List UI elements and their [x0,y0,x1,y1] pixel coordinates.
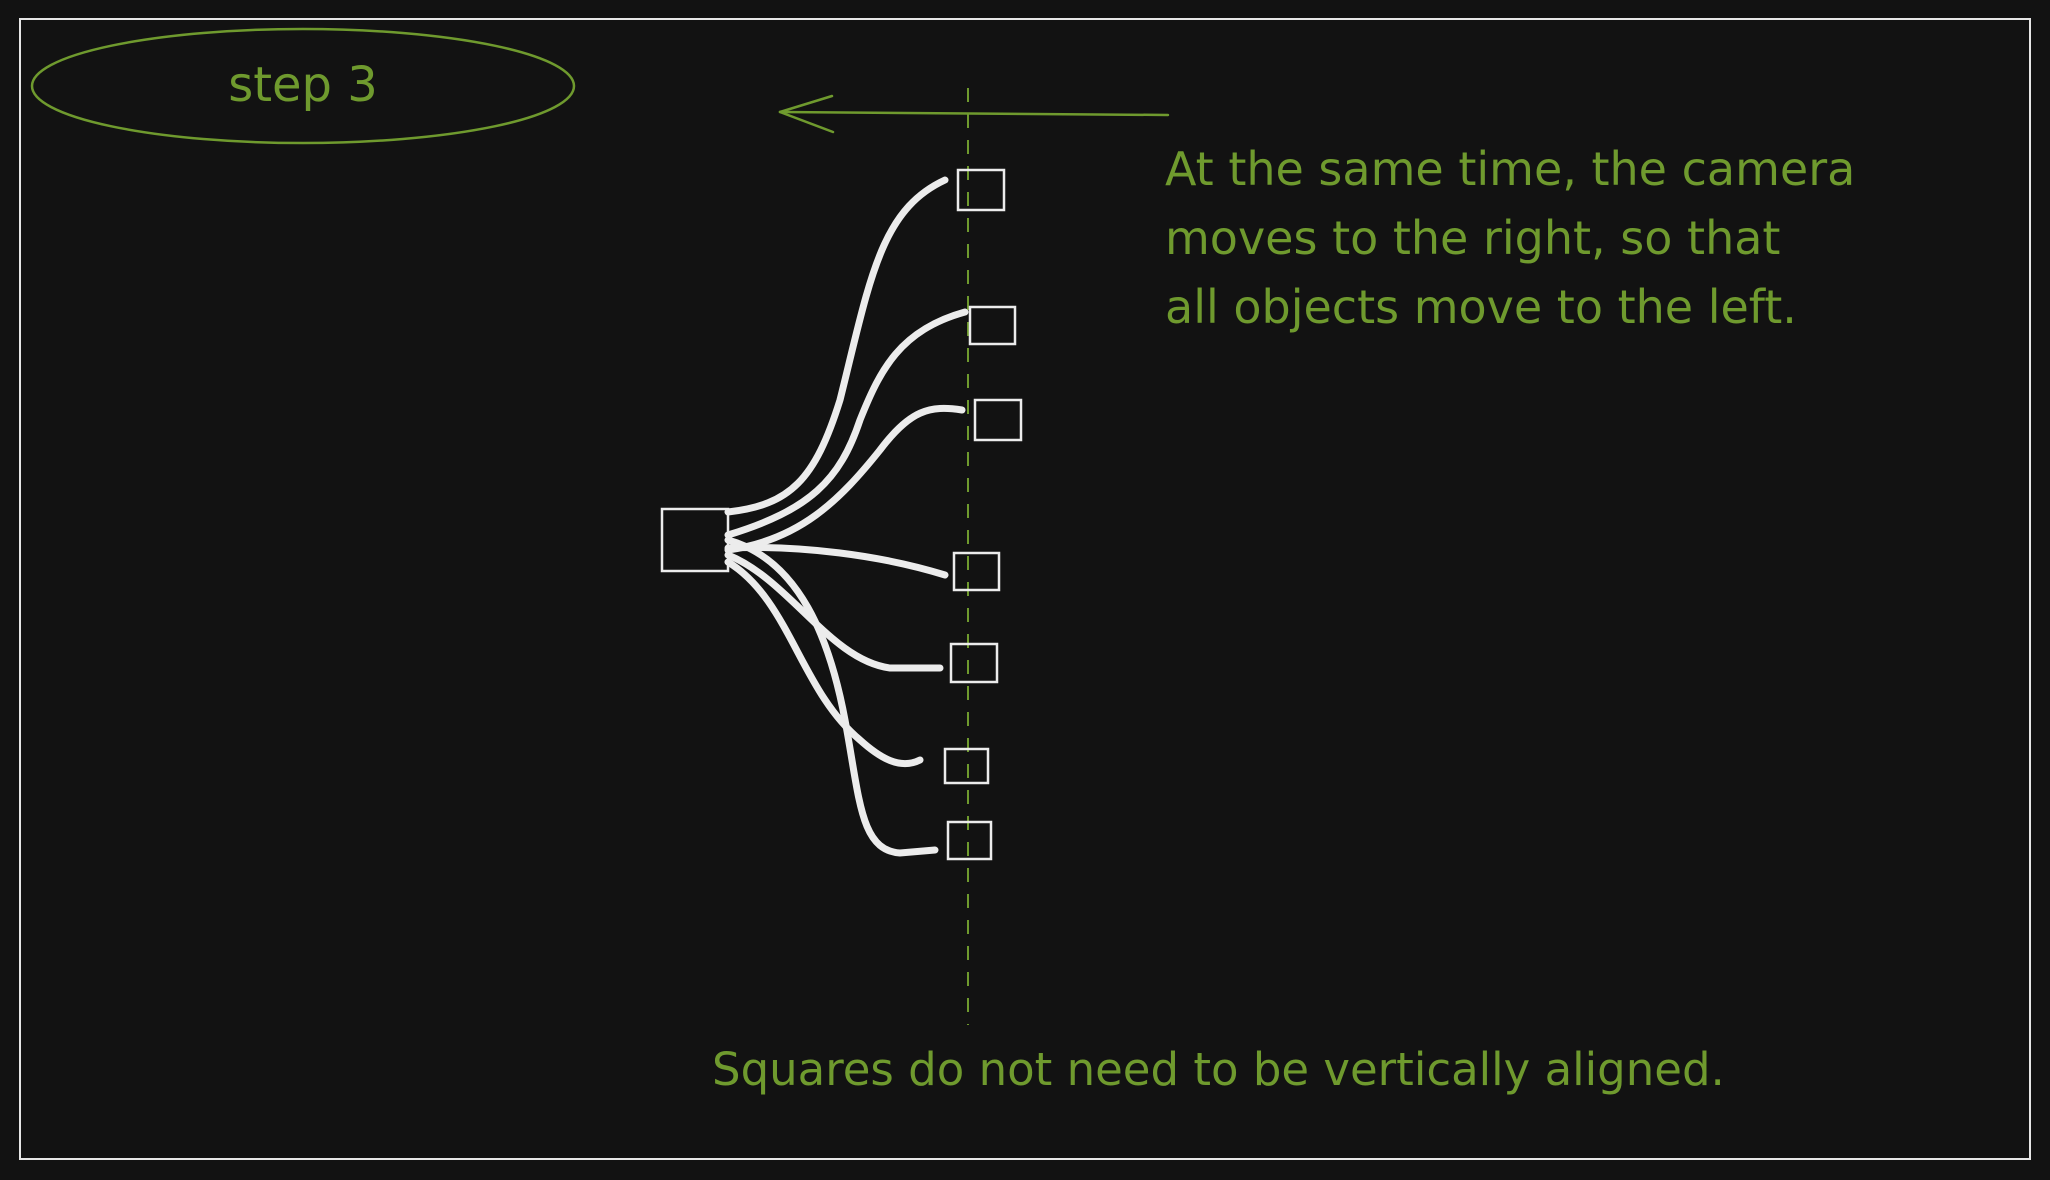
step-label-ellipse [30,27,576,145]
curve-5 [724,551,944,672]
target-squares [943,168,1023,861]
description-line-1: At the same time, the camera [1165,142,1855,196]
source-square [660,507,730,573]
curve-1 [724,176,949,516]
target-square-7 [946,820,993,861]
curve-6 [724,558,924,768]
target-square-6 [943,747,990,785]
connection-curves [724,176,969,857]
step-label: step 3 [228,57,378,113]
target-square-4 [952,551,1001,592]
curve-7 [724,536,939,857]
target-square-3 [973,398,1023,442]
target-square-2 [968,305,1017,346]
curve-3 [724,404,966,554]
footnote: Squares do not need to be vertically ali… [712,1043,1725,1096]
description-line-2: moves to the right, so that [1165,211,1780,265]
target-square-1 [956,168,1006,212]
frame-border [19,18,2031,1160]
curve-2 [724,308,969,539]
description-line-3: all objects move to the left. [1165,280,1797,334]
left-arrow-icon [778,94,1170,134]
target-square-5 [949,642,999,684]
